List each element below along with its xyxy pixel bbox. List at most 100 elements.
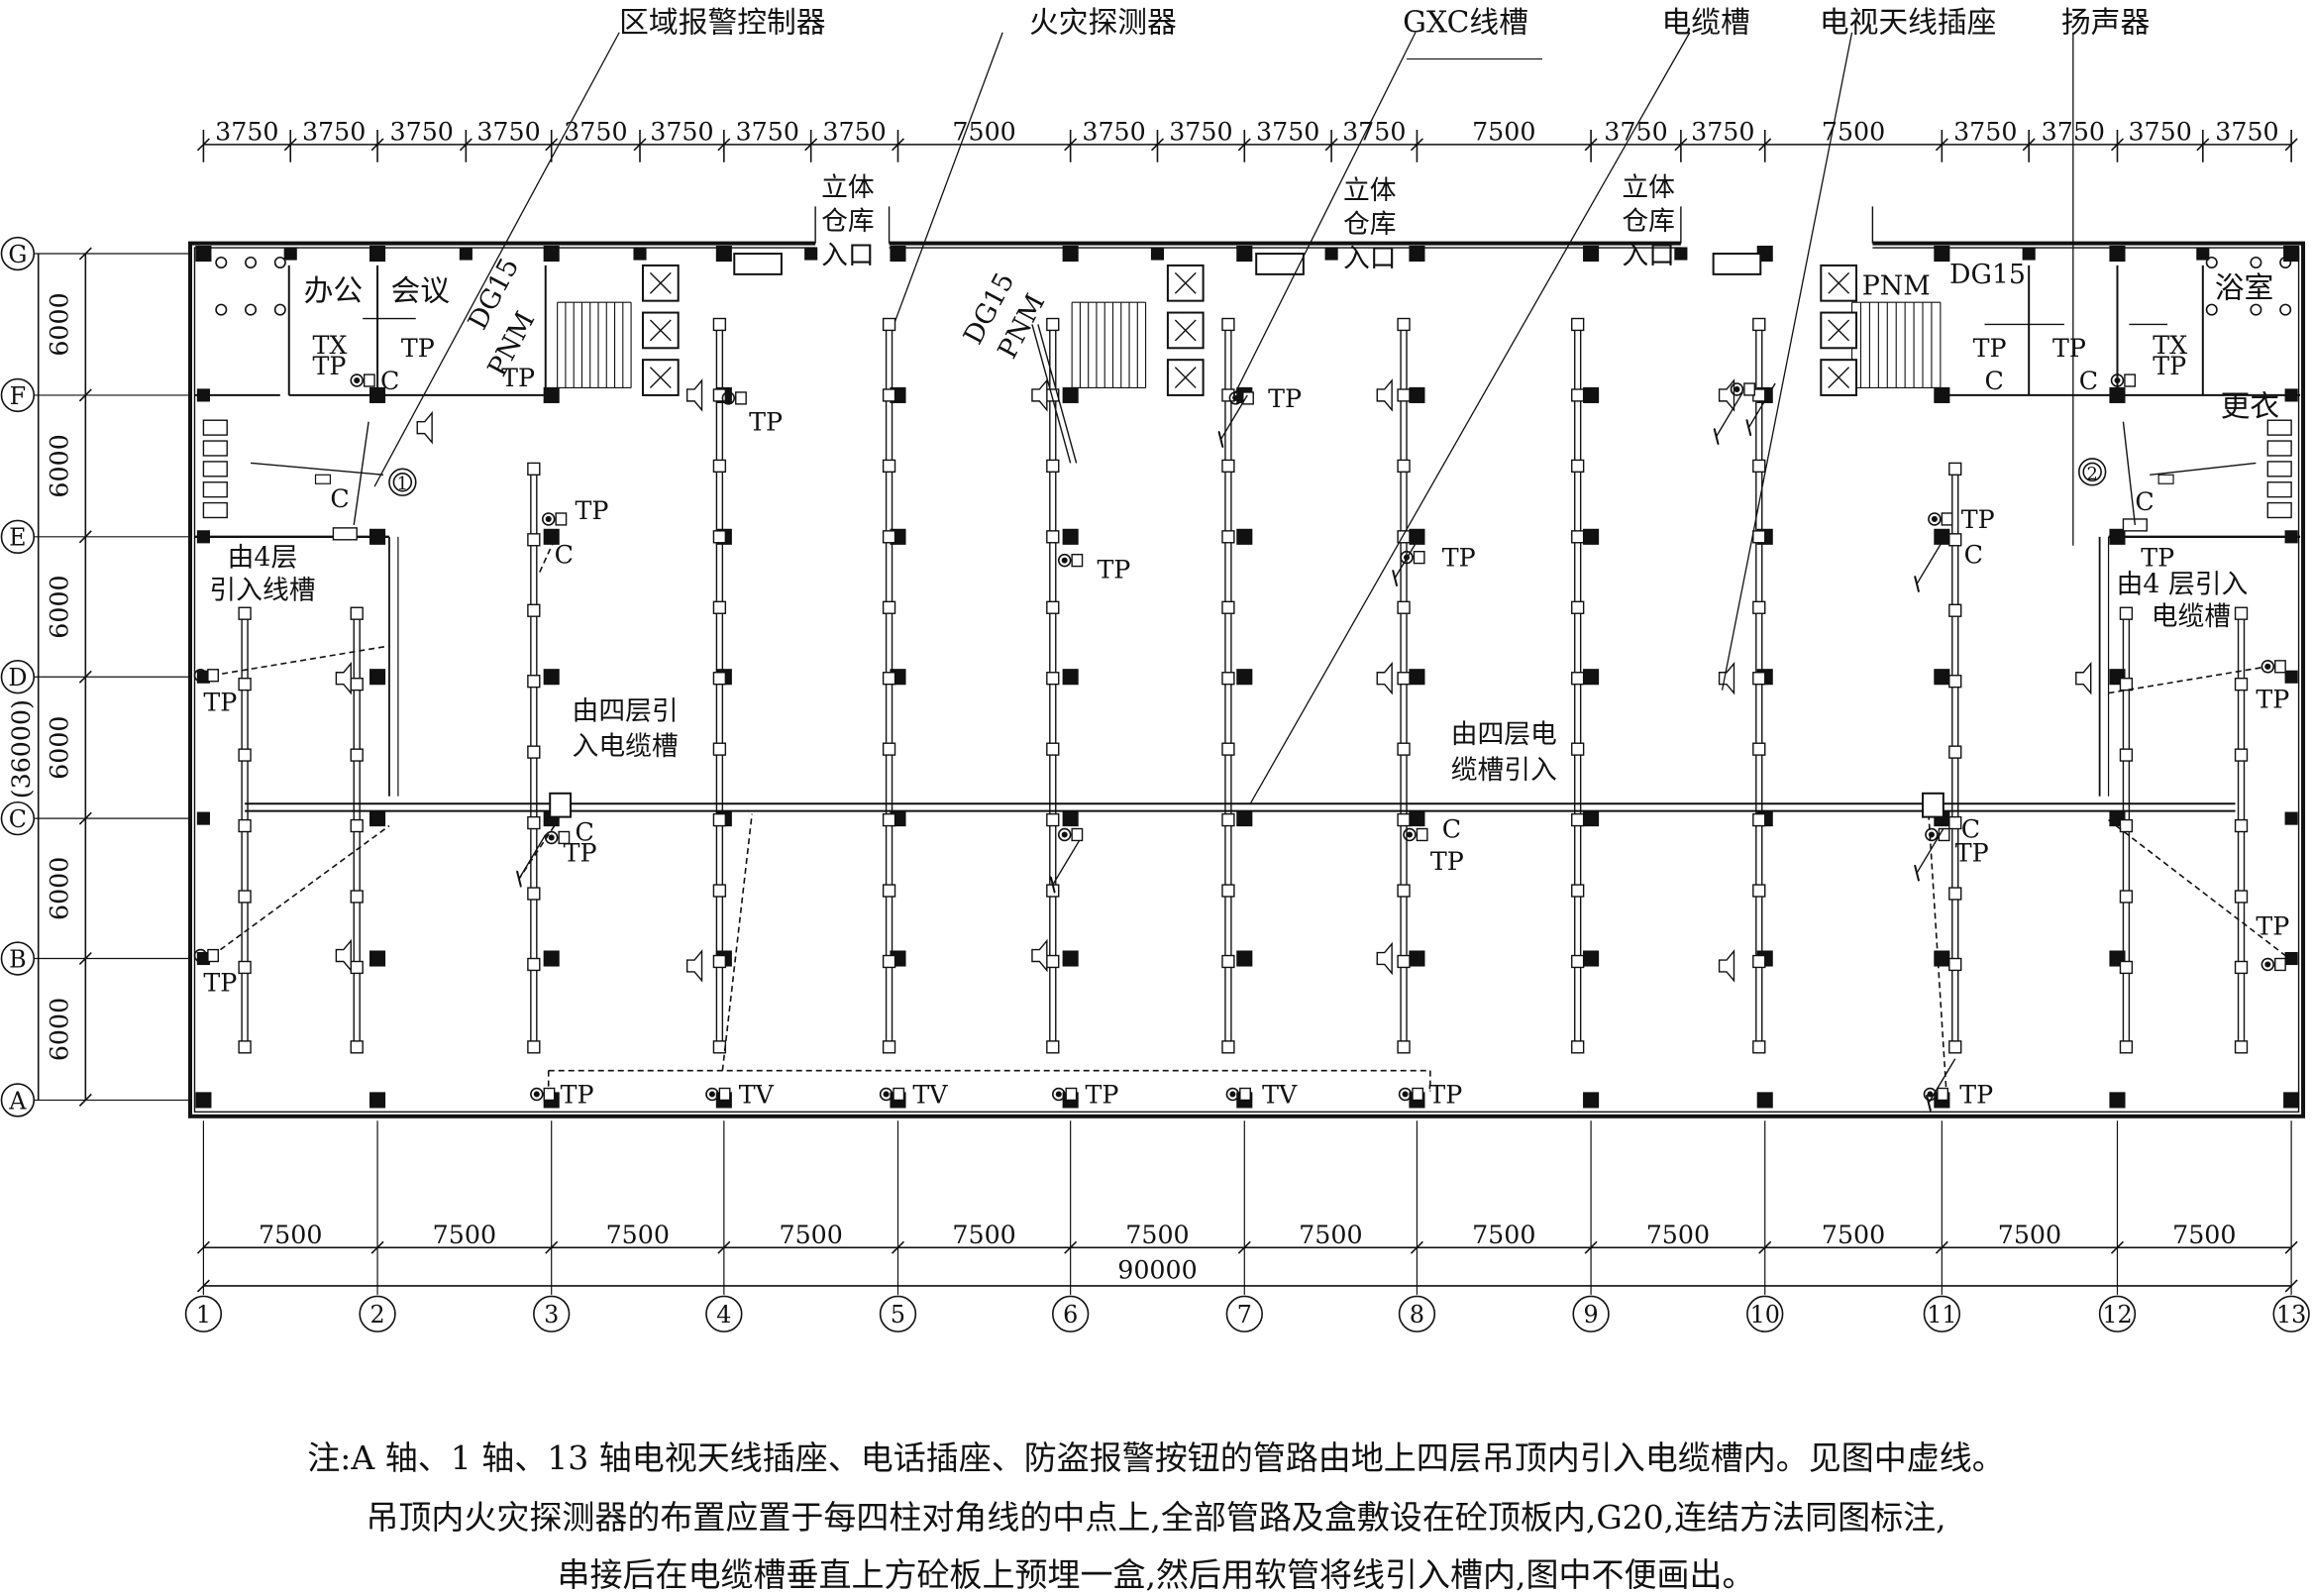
bottom-dim-value: 7500 [1998, 1221, 2061, 1249]
top-dim-value: 3750 [390, 117, 454, 146]
c-right-room: C [1985, 367, 2004, 395]
column [196, 811, 210, 825]
elevator-car-x [649, 367, 672, 388]
fire-detector [2234, 818, 2249, 833]
speaker [335, 938, 352, 973]
col-axis-bubble [1051, 1295, 1090, 1332]
fire-detector [350, 890, 364, 904]
column [1062, 386, 1079, 403]
feed-slash [1748, 382, 1776, 428]
column [1409, 950, 1425, 967]
col-axis-label: 3 [544, 1301, 559, 1329]
bottom-dim-value: 7500 [259, 1221, 322, 1249]
fire-detector [1221, 1040, 1235, 1054]
outlet-tv-dot [883, 1091, 890, 1098]
column [543, 950, 560, 967]
entrance-gap [1680, 239, 1873, 253]
fire-detector [2119, 818, 2134, 833]
column [1062, 528, 1079, 545]
column [2284, 811, 2298, 825]
toilet-fixture [245, 303, 258, 316]
fire-detector [1046, 317, 1060, 332]
outlet-tp [207, 669, 219, 683]
left-dim-slash [78, 952, 92, 966]
fire-detector [882, 954, 896, 969]
row-axis-bubble [0, 1083, 36, 1117]
fire-detector [1221, 317, 1235, 332]
elevator-car-x [1828, 319, 1850, 342]
entrance-label: 仓库 [821, 206, 875, 237]
total-width-value: 90000 [1117, 1256, 1197, 1285]
top-dim-slash [2022, 138, 2036, 152]
bottom-dim-slash [2110, 1240, 2125, 1254]
locker [202, 419, 228, 436]
feeder-dashed [1928, 813, 1947, 1092]
entrance-label: 入口 [1343, 243, 1397, 273]
fire-detector [1752, 530, 1766, 544]
fire-detector [712, 459, 727, 474]
column [1062, 950, 1079, 967]
fire-detector [882, 388, 896, 402]
fire-detector [882, 459, 896, 474]
toilet-feed [250, 462, 384, 476]
bottom-dim-slash [1410, 1240, 1423, 1254]
annot-from4-c8-2: 缆槽引入 [1451, 755, 1557, 786]
top-dim-slash [804, 138, 818, 152]
column [1236, 950, 1253, 967]
speaker [685, 378, 703, 412]
top-dim-slash [1674, 138, 1688, 152]
col-axis-label: 6 [1063, 1301, 1078, 1329]
top-dim-slash [283, 138, 297, 152]
col-axis-label: 4 [716, 1301, 731, 1329]
top-dim-slash [2284, 138, 2298, 152]
column [1583, 245, 1600, 263]
col-axis-label: 2 [369, 1301, 384, 1329]
c-right-room-2: C [2079, 367, 2098, 395]
fire-detector [527, 603, 541, 617]
callout-label: 电缆槽 [1662, 6, 1750, 41]
tp-stair-left: TP [501, 364, 535, 392]
column [1236, 528, 1253, 545]
fire-detector [712, 530, 727, 544]
fire-detector [1752, 600, 1766, 614]
fire-detector [1571, 884, 1585, 898]
fire-detector [1397, 742, 1411, 756]
col-axis-bubble [705, 1295, 743, 1332]
column [2284, 951, 2298, 966]
bath-fixture [2205, 303, 2218, 316]
outlet-tp-label: TP [564, 838, 597, 867]
elevator-car-x [1828, 271, 1850, 294]
fire-detector [1397, 884, 1411, 898]
outlet-tp-ring [541, 512, 556, 526]
col-axis-label: 13 [2276, 1301, 2306, 1329]
fire-detector [1221, 954, 1235, 969]
bath-fixture [2279, 303, 2292, 316]
fire-detector [712, 742, 727, 756]
fire-detector [1221, 812, 1235, 827]
junction-box-small [332, 527, 358, 541]
outlet-tp-dot [1931, 515, 1938, 522]
locker [2266, 501, 2292, 519]
outlet-tp-dot [1928, 831, 1935, 838]
toilet-fixture [273, 303, 286, 316]
outlet-tp [735, 391, 747, 405]
fire-detector [1752, 672, 1766, 686]
note-line-2: 吊顶内火灾探测器的布置应置于每四柱对角线的中点上,全部管路及盒敷设在砼顶板内,G… [366, 1498, 1946, 1537]
outlet-tp-ring [2260, 957, 2275, 972]
outlet-tp [558, 830, 571, 845]
fire-detector [1221, 600, 1235, 614]
col-axis-label: 1 [196, 1301, 211, 1329]
tp-right-room-2: TP [2052, 334, 2086, 363]
fire-detector [527, 745, 541, 759]
c-col8: C [1442, 814, 1461, 843]
fire-detector [238, 678, 252, 692]
top-dim-slash [1584, 138, 1598, 152]
left-dim-slash [78, 247, 92, 261]
outlet-tp-ring [1398, 1087, 1413, 1102]
outlet-unlabeled-ring [1730, 382, 1744, 396]
c-right-riser: C [2135, 487, 2154, 516]
row-axis-label: B [9, 945, 27, 973]
